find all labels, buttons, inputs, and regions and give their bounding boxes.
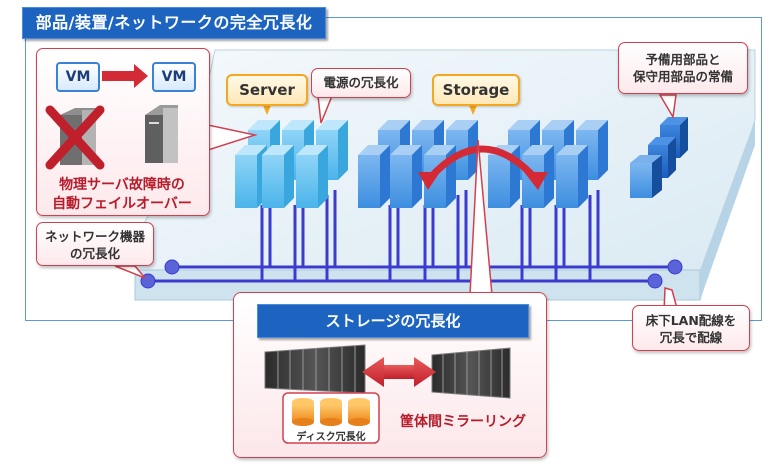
network-node <box>164 259 180 275</box>
spare-parts-line1: 予備用部品と <box>645 52 721 67</box>
spare-parts-callout: 予備用部品と 保守用部品の常備 <box>618 42 748 94</box>
power-redundancy-callout: 電源の冗長化 <box>311 68 411 98</box>
spare-parts-group <box>630 117 688 198</box>
floor-side-wall <box>700 120 755 300</box>
lan-line2: 冗長で配線 <box>659 330 723 345</box>
mirroring-arrow-icon <box>418 145 548 190</box>
spare-callout-pointer <box>658 94 677 120</box>
network-cabling <box>148 190 675 283</box>
power-redundancy-label: 電源の冗長化 <box>323 75 399 90</box>
failover-caption-line2: 自動フェイルオーバー <box>52 196 192 212</box>
mirroring-label: 筐体間ミラーリング <box>400 414 526 430</box>
server-block <box>262 145 294 208</box>
storage-tag-pointer <box>468 103 478 115</box>
spare-part-block <box>630 155 662 198</box>
network-node <box>667 259 683 275</box>
server-tag-pointer <box>262 103 272 115</box>
server-block <box>296 145 328 208</box>
page-title: 部品/装置/ネットワークの完全冗長化 <box>22 7 326 39</box>
storage-panel-title: ストレージの冗長化 <box>257 304 529 338</box>
server-tag: Server <box>226 74 308 106</box>
server-rack-group <box>235 120 348 208</box>
vm-source-badge: VM <box>56 62 100 92</box>
failover-caption-line1: 物理サーバ故障時の <box>59 177 185 193</box>
network-line2: の冗長化 <box>69 246 120 261</box>
disk-redundancy-label: ディスク冗長化 <box>296 432 366 443</box>
spare-parts-line2: 保守用部品の常備 <box>632 69 733 84</box>
lan-redundancy-callout: 床下LAN配線を 冗長で配線 <box>632 305 750 351</box>
storage-block <box>358 145 390 208</box>
storage-block <box>390 145 422 208</box>
network-line1: ネットワーク機器 <box>44 229 145 244</box>
storage-rack-group <box>358 120 478 208</box>
storage-block <box>556 145 588 208</box>
network-redundancy-callout: ネットワーク機器 の冗長化 <box>36 222 154 266</box>
lan-line1: 床下LAN配線を <box>645 313 737 328</box>
vm-target-badge: VM <box>152 62 196 92</box>
network-callout-pointer <box>114 265 146 279</box>
storage-tag: Storage <box>432 74 520 106</box>
network-node <box>647 273 663 289</box>
